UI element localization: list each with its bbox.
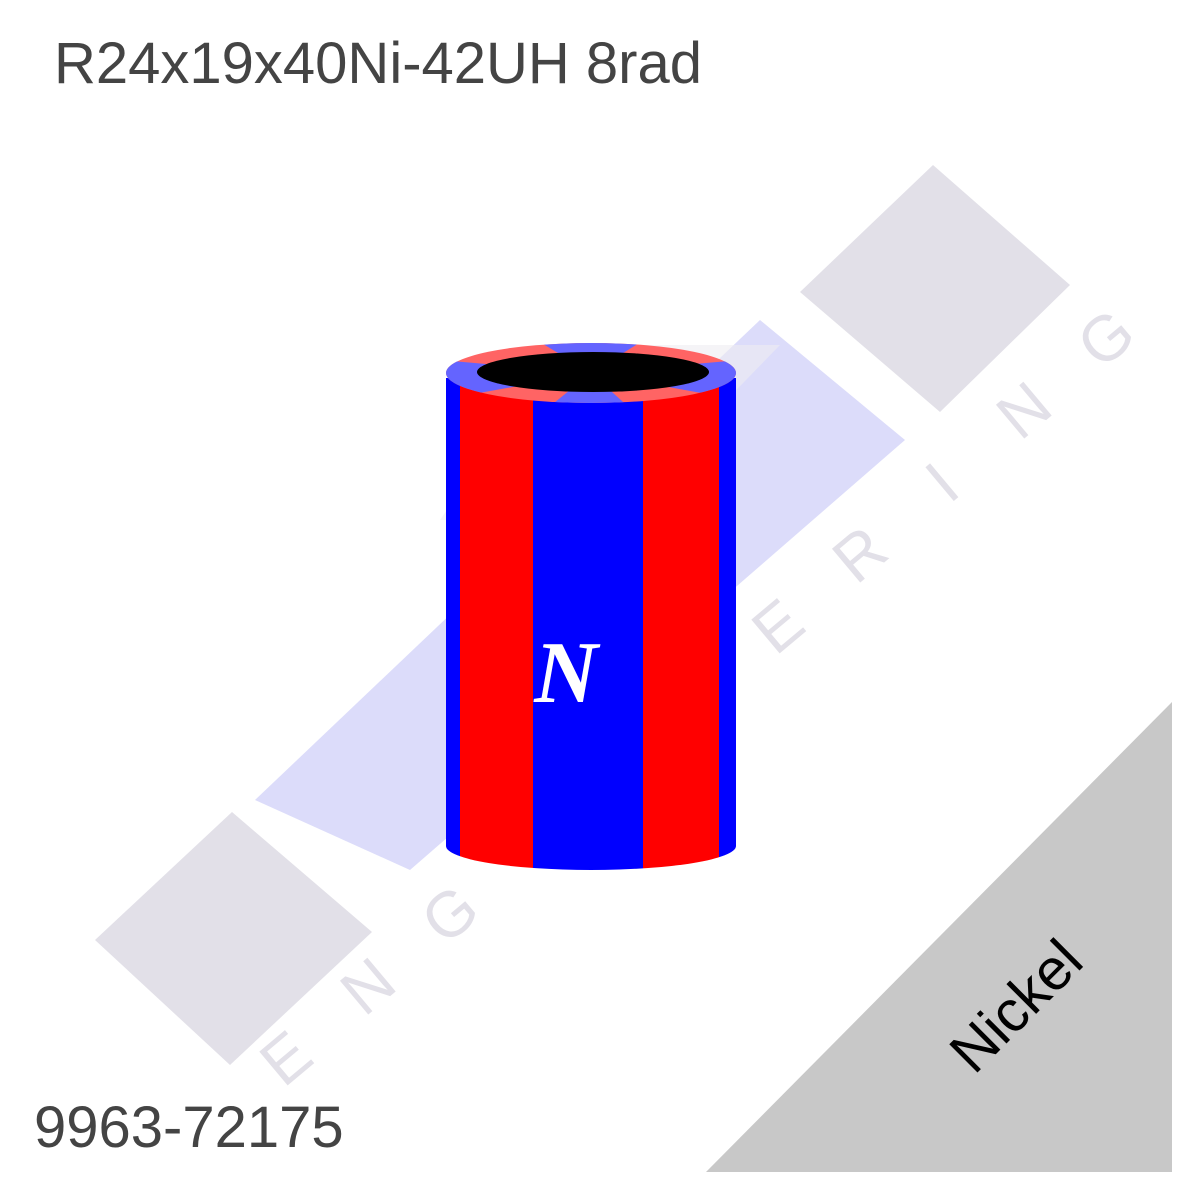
watermark-letter: R <box>819 512 901 597</box>
watermark-letter: I <box>912 449 972 516</box>
magnet-body <box>446 378 736 870</box>
watermark-letter: G <box>1064 295 1148 382</box>
part-number: 9963-72175 <box>34 1095 344 1160</box>
watermark-diamond-top <box>800 165 1070 412</box>
coating-banner <box>706 702 1172 1172</box>
watermark-letter: N <box>983 368 1065 453</box>
radial-ring-magnet-icon: N <box>446 343 736 870</box>
product-title: R24x19x40Ni-42UH 8rad <box>54 31 702 96</box>
magnet-bore <box>477 352 709 392</box>
watermark-letter: E <box>738 585 817 668</box>
watermark-letter: G <box>408 871 492 958</box>
pole-label: N <box>533 625 601 722</box>
watermark-diamond-bottom <box>95 812 372 1065</box>
